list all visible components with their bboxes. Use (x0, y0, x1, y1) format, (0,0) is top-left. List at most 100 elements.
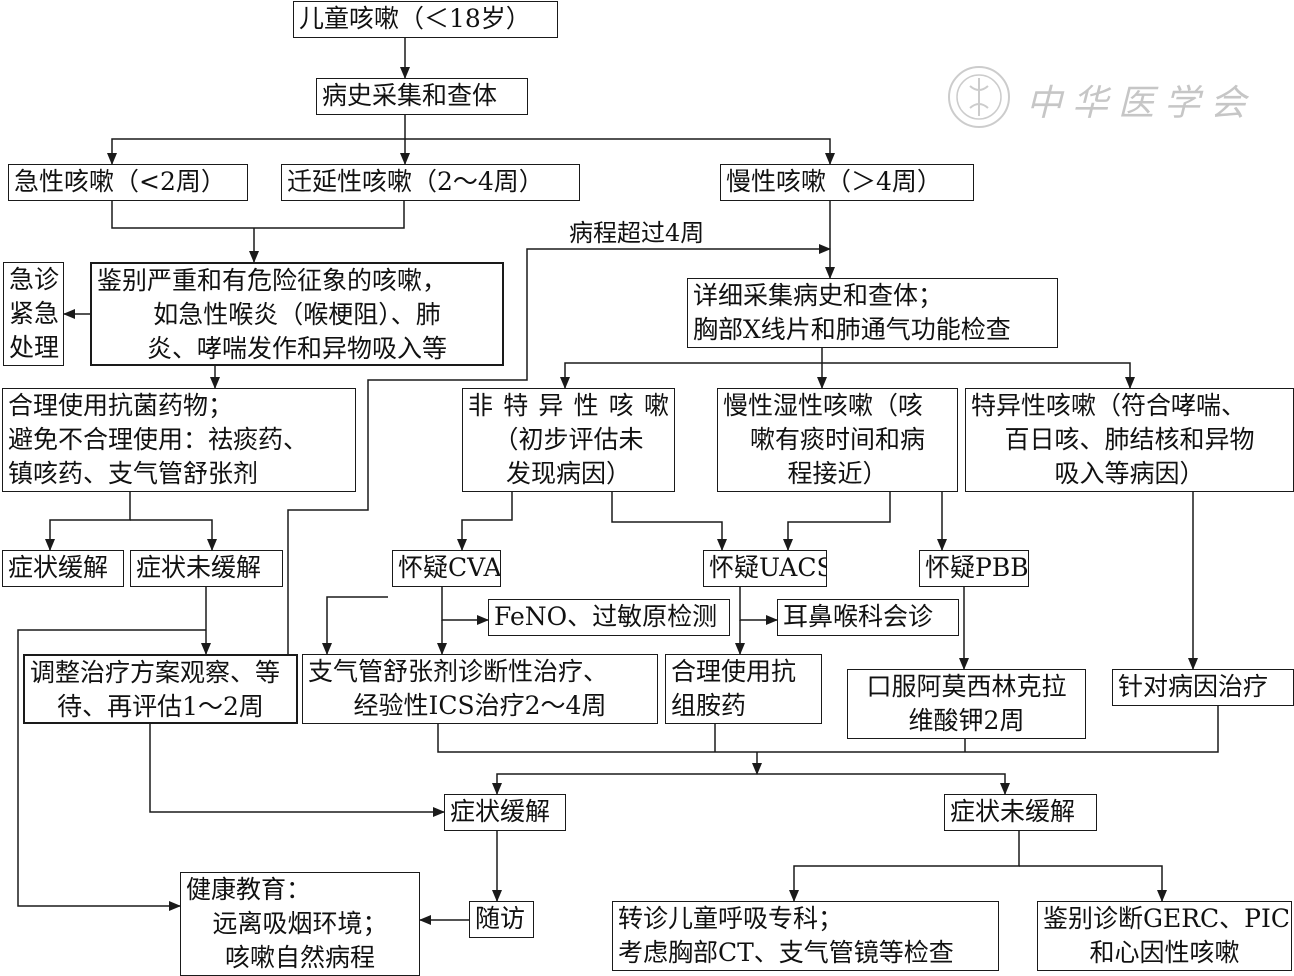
node-symptom-relieved-1: 症状缓解 (2, 550, 124, 587)
edge-history-to-chronic (405, 138, 835, 165)
antibiotics-line-3: 镇咳药、支气管舒张剂 (8, 459, 259, 488)
health-edu-line-2: 远离吸烟环境； (212, 909, 388, 938)
node-chronic-cough: 慢性咳嗽（＞4周） (720, 164, 974, 201)
edge-adjust-to-over-4-weeks (287, 366, 528, 654)
emergency-line-2: 紧急 (9, 299, 60, 328)
antibiotics-line-2: 避免不合理使用：祛痰药、 (8, 425, 309, 454)
danger-signs-line-1: 鉴别严重和有危险征象的咳嗽， (97, 266, 448, 295)
antihistamine-line-2: 组胺药 (671, 691, 747, 720)
specific-line-1: 特异性咳嗽（符合哮喘、 (971, 391, 1247, 420)
health-edu-line-1: 健康教育： (186, 875, 312, 904)
node-detailed-exam: 详细采集病史和查体； 胸部X线片和肺通气功能检查 (687, 278, 1058, 348)
node-prolonged-cough: 迁延性咳嗽（2～4周） (281, 164, 580, 201)
node-suspect-cva: 怀疑CVA (392, 550, 501, 587)
edge-merge-to-relieved (492, 773, 757, 795)
node-bronchodilator-ics: 支气管舒张剂诊断性治疗、经验性ICS治疗2～4周 (302, 654, 658, 724)
node-acute-cough: 急性咳嗽（<2周） (8, 164, 248, 201)
node-etiology-treatment: 针对病因治疗 (1112, 669, 1294, 706)
node-suspect-pbb: 怀疑PBB (919, 550, 1029, 587)
node-history-exam: 病史采集和查体 (316, 78, 528, 115)
node-children-cough: 儿童咳嗽（＜18岁） (293, 1, 558, 38)
chronic-wet-line-2: 嗽有痰时间和病 (749, 425, 925, 454)
suspect-cva-line-1: 怀疑CVA (398, 553, 501, 582)
relieved-2-line-1: 症状缓解 (450, 797, 551, 826)
edge-over-4-weeks (526, 244, 831, 366)
edge-treatments-merge (437, 706, 1219, 753)
not-relieved-1-line-1: 症状未缓解 (136, 553, 262, 582)
node-health-education: 健康教育： 远离吸烟环境； 咳嗽自然病程 (180, 872, 420, 976)
edge-nonspecific-to-cva (457, 492, 513, 551)
node-referral: 转诊儿童呼吸专科； 考虑胸部CT、支气管镜等检查 (612, 901, 999, 971)
node-symptom-relieved-2: 症状缓解 (444, 794, 566, 831)
edge-merge-to-not-relieved (757, 773, 1010, 795)
prolonged-line-1: 迁延性咳嗽（2～4周） (287, 167, 544, 196)
emergency-line-1: 急诊 (9, 265, 60, 294)
antihistamine-line-1: 合理使用抗 (671, 657, 797, 686)
node-chronic-wet-cough: 慢性湿性咳嗽（咳嗽有痰时间和病程接近） (717, 388, 958, 492)
antibiotics-line-1: 合理使用抗菌药物； (8, 391, 234, 420)
node-differential-diagnosis: 鉴别诊断GERC、PIC 和心因性咳嗽 (1037, 901, 1292, 971)
detailed-exam-line-1: 详细采集病史和查体； (693, 281, 944, 310)
amoxicillin-line-2: 维酸钾2周 (908, 706, 1025, 735)
specific-line-2: 百日咳、肺结核和异物 (1004, 425, 1255, 454)
watermark-logo: 中华医学会 (946, 64, 1246, 128)
suspect-pbb-line-1: 怀疑PBB (925, 553, 1029, 582)
node-symptom-not-relieved-2: 症状未缓解 (944, 794, 1097, 831)
edge-acute-prolonged-to-danger (111, 201, 405, 229)
node-suspect-uacs: 怀疑UACS (703, 550, 827, 587)
etiology-treat-line-1: 针对病因治疗 (1118, 672, 1269, 701)
differential-line-2: 和心因性咳嗽 (1089, 938, 1240, 967)
bronchodilator-line-1: 支气管舒张剂诊断性治疗、 (308, 657, 609, 686)
label-over-4-weeks: 病程超过4周 (569, 219, 705, 247)
nonspecific-line-1: 非特异性咳嗽 (468, 391, 669, 420)
chronic-line-1: 慢性咳嗽（＞4周） (726, 167, 942, 196)
acute-line-1: 急性咳嗽（<2周） (14, 167, 226, 196)
differential-line-1: 鉴别诊断GERC、PIC (1043, 904, 1290, 933)
edge-nonspecific-to-uacs (611, 492, 727, 551)
relieved-1-line-1: 症状缓解 (8, 553, 109, 582)
nonspecific-line-2: （初步评估未 (493, 425, 644, 454)
node-adjust-plan: 调整治疗方案观察、等待、再评估1～2周 (23, 654, 298, 724)
follow-up-line-1: 随访 (475, 904, 526, 933)
amoxicillin-line-1: 口服阿莫西林克拉 (866, 672, 1067, 701)
seal-icon (948, 66, 1010, 128)
referral-line-1: 转诊儿童呼吸专科； (618, 904, 844, 933)
edge-antibiotics-to-not-relieved (130, 519, 217, 551)
children-cough-line-1: 儿童咳嗽（＜18岁） (299, 4, 531, 33)
bronchodilator-line-2: 经验性ICS治疗2～4周 (353, 691, 607, 720)
edge-cva-to-feno (441, 587, 489, 625)
edge-uacs-to-ent (739, 587, 778, 625)
edge-wet-to-uacs (783, 492, 891, 551)
node-antibiotics: 合理使用抗菌药物； 避免不合理使用：祛痰药、镇咳药、支气管舒张剂 (2, 388, 356, 492)
emergency-line-3: 处理 (9, 333, 60, 362)
edge-history-to-acute (107, 115, 406, 165)
edge-adjust-to-relieved (149, 724, 445, 817)
nonspecific-line-3: 发现病因） (505, 459, 631, 488)
node-antihistamine: 合理使用抗组胺药 (665, 654, 822, 724)
detailed-exam-line-2: 胸部X线片和肺通气功能检查 (693, 315, 1011, 344)
adjust-plan-line-2: 待、再评估1～2周 (57, 692, 264, 721)
node-specific-cough: 特异性咳嗽（符合哮喘、百日咳、肺结核和异物吸入等病因） (965, 388, 1294, 492)
node-nonspecific-cough: 非特异性咳嗽 （初步评估未发现病因） (462, 388, 675, 492)
suspect-uacs-line-1: 怀疑UACS (709, 553, 827, 582)
node-danger-signs: 鉴别严重和有危险征象的咳嗽， 如急性喉炎（喉梗阻）、肺炎、哮喘发作和异物吸入等 (90, 262, 504, 366)
danger-signs-line-3: 炎、哮喘发作和异物吸入等 (146, 334, 447, 363)
chronic-wet-line-3: 程接近） (787, 459, 888, 488)
node-follow-up: 随访 (469, 901, 534, 938)
adjust-plan-line-1: 调整治疗方案观察、等 (30, 658, 281, 687)
edge-feno-to-bronchodilator (322, 596, 388, 655)
danger-signs-line-2: 如急性喉炎（喉梗阻）、肺 (153, 300, 441, 329)
referral-line-2: 考虑胸部CT、支气管镜等检查 (618, 938, 954, 967)
node-emergency: 急诊紧急处理 (3, 262, 64, 366)
node-amoxicillin: 口服阿莫西林克拉维酸钾2周 (847, 669, 1086, 739)
edge-detailed-to-specific (822, 362, 1135, 389)
edge-detailed-to-nonspecific (560, 362, 822, 389)
node-feno-test: FeNO、过敏原检测 (488, 599, 730, 636)
health-edu-line-3: 咳嗽自然病程 (224, 943, 375, 972)
watermark-text: 中华医学会 (1026, 83, 1257, 124)
edge-not-relieved-to-differential (1019, 865, 1167, 902)
specific-line-3: 吸入等病因） (1054, 459, 1205, 488)
node-symptom-not-relieved-1: 症状未缓解 (130, 550, 283, 587)
edge-antibiotics-split (45, 492, 131, 551)
